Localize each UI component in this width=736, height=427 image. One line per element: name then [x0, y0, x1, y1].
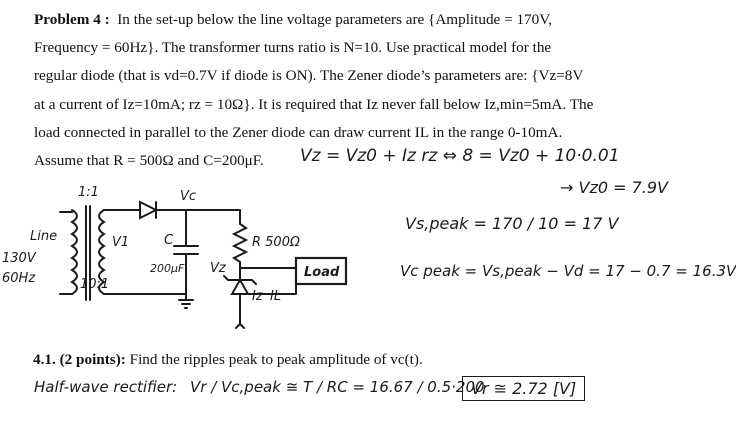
handwritten-peak-capacitor: Vc peak = Vs,peak − Vd = 17 − 0.7 = 16.3… [400, 262, 736, 280]
problem-line-2: Frequency = 60Hz}. The transformer turns… [34, 39, 552, 57]
question-4-1: 4.1. (2 points): Find the ripples peak t… [33, 351, 423, 369]
line-label: Line [30, 229, 57, 244]
vz-label: Vz [210, 261, 227, 276]
zener-diode [223, 267, 257, 325]
resistor-R [231, 209, 249, 269]
problem-statement: Problem 4 : In the set-up below the line… [34, 6, 714, 175]
question-text: Find the ripples peak to peak amplitude … [129, 351, 423, 368]
vc-label: Vc [180, 189, 196, 204]
ratio-bottom-label: 10:1 [80, 277, 109, 292]
source-voltage-label: 130V [2, 251, 37, 266]
r-label: R 500Ω [252, 235, 300, 250]
il-label: IL [270, 289, 281, 304]
problem-line-5: load connected in parallel to the Zener … [34, 123, 563, 141]
problem-line-3: regular diode (that is vd=0.7V if diode … [34, 67, 584, 85]
handwritten-peak-secondary: Vs,peak = 170 / 10 = 17 V [405, 214, 619, 233]
problem-line-1: Problem 4 : In the set-up below the line… [34, 11, 553, 28]
transformer-secondary-coil [98, 209, 106, 295]
handwritten-ripple-label: Half-wave rectifier: [34, 378, 178, 396]
question-number: 4.1. (2 points): [33, 351, 126, 368]
ground-symbol [178, 293, 194, 309]
ratio-top-label: 1:1 [78, 185, 99, 200]
transformer-primary-coil [70, 209, 78, 295]
transformer-core [85, 205, 91, 301]
v1-label: V1 [112, 235, 129, 250]
load-label: Load [304, 265, 340, 280]
handwritten-ripple-result: Vr ≅ 2.72 [V] [462, 376, 586, 401]
source-frequency-label: 60Hz [2, 271, 36, 286]
iz-label: Iz [252, 289, 264, 304]
rectifier-diode [139, 200, 159, 220]
problem-line-4: at a current of Iz=10mA; rz = 10Ω}. It i… [34, 95, 594, 113]
problem-line-6: Assume that R = 500Ω and C=200μF. [34, 152, 264, 170]
problem-heading: Problem 4 : [34, 11, 110, 28]
handwritten-zener-result: → Vz0 = 7.9V [560, 178, 668, 197]
circuit-diagram: 1:1 10:1 Line 130V 60Hz V1 Vc C 200μF R … [2, 185, 348, 329]
load-box [294, 256, 348, 286]
handwritten-ripple-fraction: Vr / Vc,peak ≅ T / RC = 16.67 / 0.5·200 [190, 378, 485, 396]
handwritten-zener-equation: Vz = Vz0 + Iz rz ⇔ 8 = Vz0 + 10·0.01 [300, 146, 620, 166]
c-value-label: 200μF [150, 262, 185, 275]
c-label: C [164, 233, 174, 248]
